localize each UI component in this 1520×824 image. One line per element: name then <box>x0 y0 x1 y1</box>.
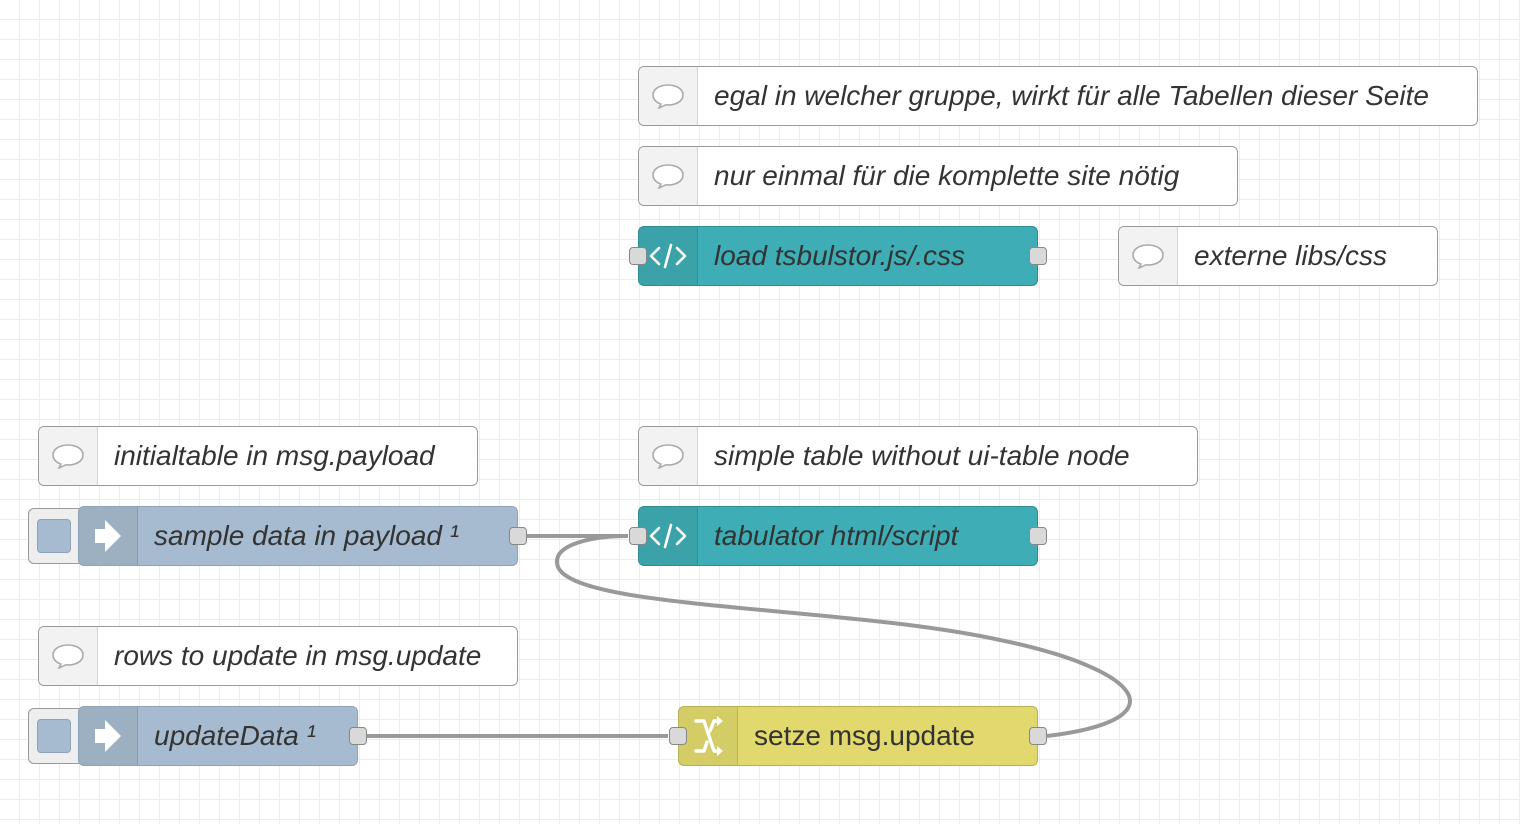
comment-node-einmal[interactable]: nur einmal für die komplette site nötig <box>638 146 1238 206</box>
comment-label: egal in welcher gruppe, wirkt für alle T… <box>714 80 1429 111</box>
comment-label: externe libs/css <box>1194 240 1387 271</box>
output-port[interactable] <box>349 727 367 745</box>
output-port[interactable] <box>509 527 527 545</box>
arrow-right-icon <box>79 707 138 765</box>
comment-icon <box>639 427 698 485</box>
comment-icon <box>1119 227 1178 285</box>
comment-node-simple[interactable]: simple table without ui-table node <box>638 426 1198 486</box>
output-port[interactable] <box>1029 247 1047 265</box>
inject-button-face[interactable] <box>37 719 71 753</box>
template-node-load[interactable]: load tsbulstor.js/.css <box>629 226 1047 286</box>
code-icon <box>639 227 698 285</box>
node-label: tabulator html/script <box>714 520 959 551</box>
input-port[interactable] <box>669 727 687 745</box>
node-label: updateData ¹ <box>154 720 316 751</box>
comment-node-egal[interactable]: egal in welcher gruppe, wirkt für alle T… <box>638 66 1478 126</box>
node-label: sample data in payload ¹ <box>154 520 460 551</box>
comment-icon <box>639 147 698 205</box>
comment-node-externe[interactable]: externe libs/css <box>1118 226 1438 286</box>
comment-node-initialtable[interactable]: initialtable in msg.payload <box>38 426 478 486</box>
comment-icon <box>39 427 98 485</box>
inject-button-face[interactable] <box>37 519 71 553</box>
node-label: load tsbulstor.js/.css <box>714 240 966 271</box>
node-label: setze msg.update <box>754 720 976 751</box>
change-node-setze[interactable]: setze msg.update <box>669 706 1047 766</box>
comment-icon <box>639 67 698 125</box>
comment-icon <box>39 627 98 685</box>
comment-node-rows[interactable]: rows to update in msg.update <box>38 626 518 686</box>
comment-label: nur einmal für die komplette site nötig <box>714 160 1180 191</box>
output-port[interactable] <box>1029 727 1047 745</box>
comment-label: simple table without ui-table node <box>714 440 1130 471</box>
template-node-tabulator[interactable]: tabulator html/script <box>629 506 1047 566</box>
shuffle-icon <box>679 707 738 765</box>
input-port[interactable] <box>629 527 647 545</box>
comment-label: rows to update in msg.update <box>114 640 482 671</box>
input-port[interactable] <box>629 247 647 265</box>
comment-label: initialtable in msg.payload <box>114 440 435 471</box>
arrow-right-icon <box>79 507 138 565</box>
inject-node-update[interactable]: updateData ¹ <box>78 706 367 766</box>
output-port[interactable] <box>1029 527 1047 545</box>
code-icon <box>639 507 698 565</box>
inject-node-sample[interactable]: sample data in payload ¹ <box>78 506 527 566</box>
